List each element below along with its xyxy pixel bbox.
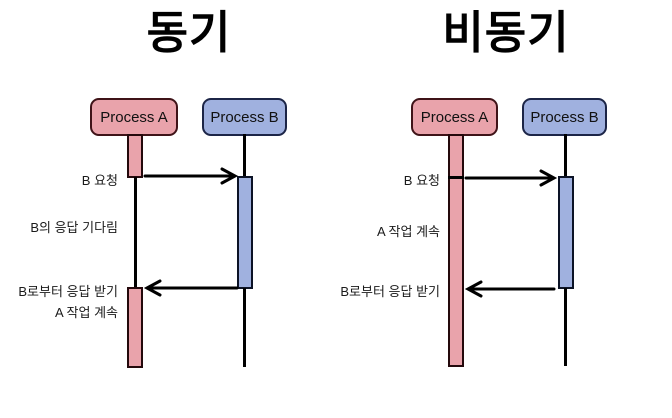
async-b-lifeline-top xyxy=(564,134,567,178)
async-label-request: B 요청 xyxy=(403,173,440,188)
sync-process-b-box: Process B xyxy=(202,98,287,136)
async-title: 비동기 xyxy=(442,7,570,58)
async-response-arrow xyxy=(464,280,556,298)
sync-b-activation-bar xyxy=(237,176,253,289)
sync-label-receive-response: B로부터 응답 받기 xyxy=(18,284,118,299)
sync-b-lifeline-top xyxy=(243,134,246,178)
async-a-activation-bar xyxy=(448,134,464,367)
sync-a-activation-bar-top xyxy=(127,134,143,178)
sync-label-continue-work: A 작업 계속 xyxy=(54,305,118,320)
sync-process-a-label: Process A xyxy=(100,108,168,126)
sync-a-activation-bar-bottom xyxy=(127,287,143,368)
sync-label-wait-response: B의 응답 기다림 xyxy=(30,220,118,235)
async-process-a-box: Process A xyxy=(411,98,498,136)
sync-process-a-box: Process A xyxy=(90,98,178,136)
async-process-b-box: Process B xyxy=(522,98,607,136)
sync-request-arrow xyxy=(143,167,239,185)
sync-title: 동기 xyxy=(146,7,232,58)
async-label-continue-work: A 작업 계속 xyxy=(376,224,440,239)
async-b-lifeline-bottom xyxy=(564,288,567,366)
sync-label-request: B 요청 xyxy=(81,173,118,188)
sync-process-b-label: Process B xyxy=(210,108,279,126)
async-process-a-label: Process A xyxy=(420,108,489,126)
sync-a-lifeline-waiting xyxy=(134,177,137,289)
async-process-b-label: Process B xyxy=(530,108,599,126)
sync-response-arrow xyxy=(143,279,239,297)
async-request-arrow xyxy=(464,169,558,187)
sync-panel: 동기 Process A Process B B 요청 B의 응답 기다림 B로… xyxy=(18,7,287,368)
async-label-receive-response: B로부터 응답 받기 xyxy=(340,284,440,299)
async-a-segment-divider xyxy=(448,176,464,179)
sync-b-lifeline-bottom xyxy=(243,288,246,367)
async-b-activation-bar xyxy=(558,176,574,289)
async-panel: 비동기 Process A Process B B 요청 A 작업 계속 B로부… xyxy=(336,0,672,418)
